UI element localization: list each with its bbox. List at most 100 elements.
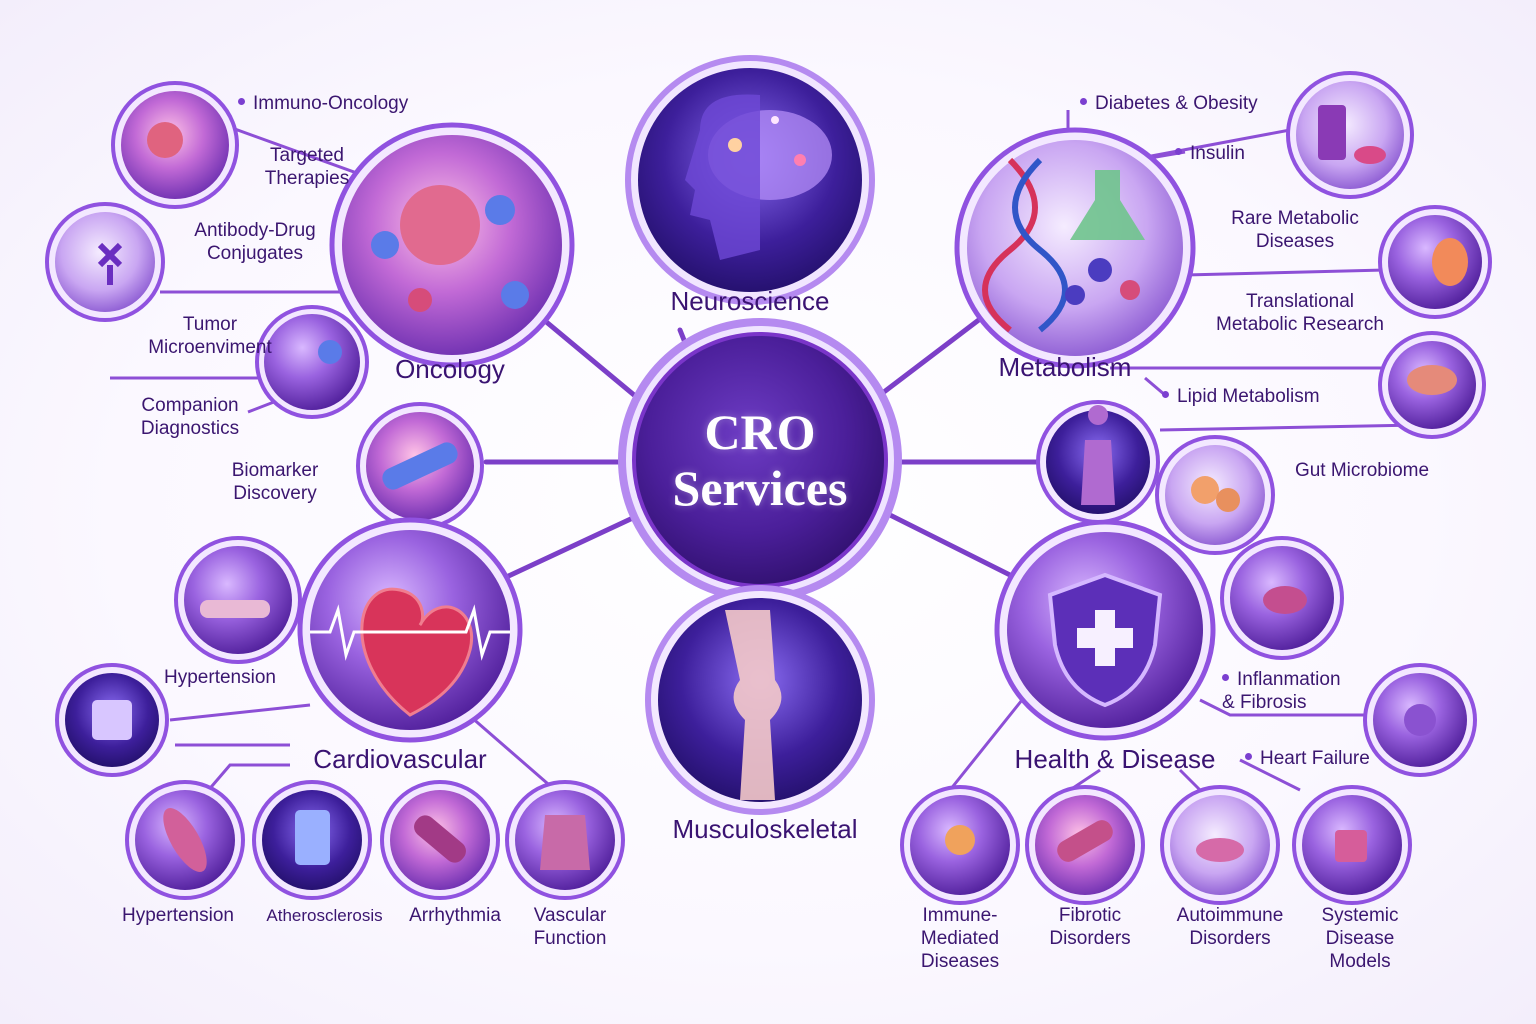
autoimmune-thumb[interactable] xyxy=(1160,785,1280,905)
pill-icon xyxy=(1354,146,1386,164)
item-lipid-metabolism[interactable]: Lipid Metabolism xyxy=(1162,385,1382,408)
oncology-label: Oncology xyxy=(395,354,505,384)
item-label: Diabetes & Obesity xyxy=(1095,93,1258,114)
item-gut-microbiome[interactable]: Gut Microbiome xyxy=(1294,460,1430,481)
cardiovascular-label: Cardiovascular xyxy=(313,744,487,774)
hub-connectors xyxy=(483,297,1043,613)
bp-monitor-thumb[interactable] xyxy=(55,663,169,777)
item-atherosclerosis[interactable]: Atherosclerosis xyxy=(266,906,383,925)
body-thumb[interactable] xyxy=(1036,400,1160,524)
item-immune-mediated[interactable]: Immune- Mediated Diseases xyxy=(920,905,1000,972)
bullet-icon xyxy=(1162,391,1169,399)
arrhythmia-thumb[interactable] xyxy=(380,780,500,900)
neuroscience-node[interactable] xyxy=(625,55,875,305)
immuno-oncology-thumb[interactable] xyxy=(111,81,239,209)
item-rare-metabolic[interactable]: Rare Metabolic Diseases xyxy=(1231,208,1359,252)
musculoskeletal-label: Musculoskeletal xyxy=(672,814,858,844)
metabolism-label: Metabolism xyxy=(998,352,1132,382)
immune-cell-icon xyxy=(501,281,529,309)
biomarker-thumb[interactable] xyxy=(356,402,484,530)
connector-health xyxy=(877,507,1033,588)
neuron-glow-icon xyxy=(728,138,742,152)
gut-thumb[interactable] xyxy=(1155,435,1275,555)
neuron-glow-icon xyxy=(794,154,806,166)
medical-cross-icon xyxy=(1077,610,1133,666)
hub-title: CRO Services xyxy=(672,404,848,516)
torso-icon xyxy=(540,815,590,870)
hub-node[interactable] xyxy=(618,318,902,602)
connector-lipid xyxy=(1144,376,1166,397)
neuron-glow-icon xyxy=(771,116,779,124)
item-arrhythmia[interactable]: Arrhythmia xyxy=(409,905,501,926)
immune-mediated-thumb[interactable] xyxy=(900,785,1020,905)
dna-helix-icon xyxy=(982,157,1038,333)
connector-rare xyxy=(1184,268,1386,277)
molecule-icon xyxy=(1088,258,1112,282)
fibrotic-thumb[interactable] xyxy=(1025,785,1145,905)
bullet-icon xyxy=(1080,98,1087,106)
organ-icon xyxy=(1432,238,1468,286)
bullet-icon xyxy=(238,98,245,106)
musculoskeletal-node[interactable] xyxy=(645,585,875,815)
head-silhouette-icon xyxy=(685,94,760,260)
bullet-icon xyxy=(1175,148,1182,156)
item-autoimmune-disorders[interactable]: Autoimmune Disorders xyxy=(1176,905,1284,949)
cardiovascular-node[interactable] xyxy=(297,517,523,743)
item-immuno-oncology[interactable]: Immuno-Oncology xyxy=(238,92,478,115)
connector-health-bottom xyxy=(948,689,1301,792)
tumor-micro-thumb-image xyxy=(264,314,360,410)
inflammation-thumb[interactable] xyxy=(1363,663,1477,777)
item-diabetes-obesity[interactable]: Diabetes & Obesity xyxy=(1080,92,1310,115)
metabolism-image xyxy=(967,140,1183,356)
item-heart-failure[interactable]: Heart Failure xyxy=(1245,747,1425,770)
metabolism-node[interactable] xyxy=(954,127,1196,369)
organ-icon xyxy=(1263,586,1307,614)
item-label: Inflanmation & Fibrosis xyxy=(1222,669,1341,713)
oncology-node[interactable] xyxy=(329,122,575,368)
item-inflammation-fibrosis[interactable]: Inflanmation & Fibrosis xyxy=(1222,668,1392,714)
vascular-thumb[interactable] xyxy=(505,780,625,900)
item-translational[interactable]: Translational Metabolic Research xyxy=(1216,291,1384,335)
item-vascular-function[interactable]: Vascular Function xyxy=(533,905,607,949)
tissue-thumb[interactable] xyxy=(1220,536,1344,660)
cell-icon xyxy=(1196,838,1244,862)
tumor-micro-thumb[interactable] xyxy=(255,305,369,419)
diabetes-thumb-image xyxy=(1296,81,1404,189)
connector-gut-line xyxy=(1159,423,1421,432)
molecule-icon xyxy=(1120,280,1140,300)
item-companion-diagnostics[interactable]: Companion Diagnostics xyxy=(140,395,240,439)
knee-joint-icon xyxy=(725,610,782,800)
rare-metabolic-thumb[interactable] xyxy=(1378,205,1492,319)
immune-cell-icon xyxy=(408,288,432,312)
diabetes-thumb[interactable] xyxy=(1286,71,1414,199)
item-tumor-microenvironment[interactable]: Tumor Microenviment xyxy=(148,314,272,358)
item-biomarker-discovery[interactable]: Biomarker Discovery xyxy=(231,460,319,504)
item-antibody-drug-conjugates[interactable]: Antibody-Drug Conjugates xyxy=(194,220,316,264)
lipid-thumb[interactable] xyxy=(1378,331,1486,439)
health-disease-node[interactable] xyxy=(994,519,1216,741)
systemic-thumb[interactable] xyxy=(1292,785,1412,905)
bullet-icon xyxy=(1245,753,1252,761)
item-label: Insulin xyxy=(1190,143,1245,164)
tumor-cell-icon xyxy=(400,185,480,265)
heart-icon xyxy=(360,587,473,717)
hypertension-thumb[interactable] xyxy=(125,780,245,900)
test-tube-icon xyxy=(382,442,458,490)
cardio-vessel-thumb[interactable] xyxy=(174,536,302,664)
adc-thumb[interactable] xyxy=(45,202,165,322)
item-hypertension[interactable]: Hypertension xyxy=(122,905,234,926)
item-fibrotic-disorders[interactable]: Fibrotic Disorders xyxy=(1049,905,1131,949)
atherosclerosis-thumb[interactable] xyxy=(252,780,372,900)
item-systemic-models[interactable]: Systemic Disease Models xyxy=(1321,905,1399,972)
item-targeted-therapies[interactable]: Targeted Therapies xyxy=(264,145,350,189)
ecg-line-icon xyxy=(310,604,510,661)
item-hypertension-side[interactable]: Hypertension xyxy=(164,667,276,688)
item-label: Lipid Metabolism xyxy=(1177,386,1320,407)
artery-icon xyxy=(414,815,466,863)
neuroscience-label: Neuroscience xyxy=(670,286,830,316)
cell-icon xyxy=(147,122,183,158)
item-insulin[interactable]: Insulin xyxy=(1175,142,1285,165)
microbe-icon xyxy=(1191,476,1219,504)
